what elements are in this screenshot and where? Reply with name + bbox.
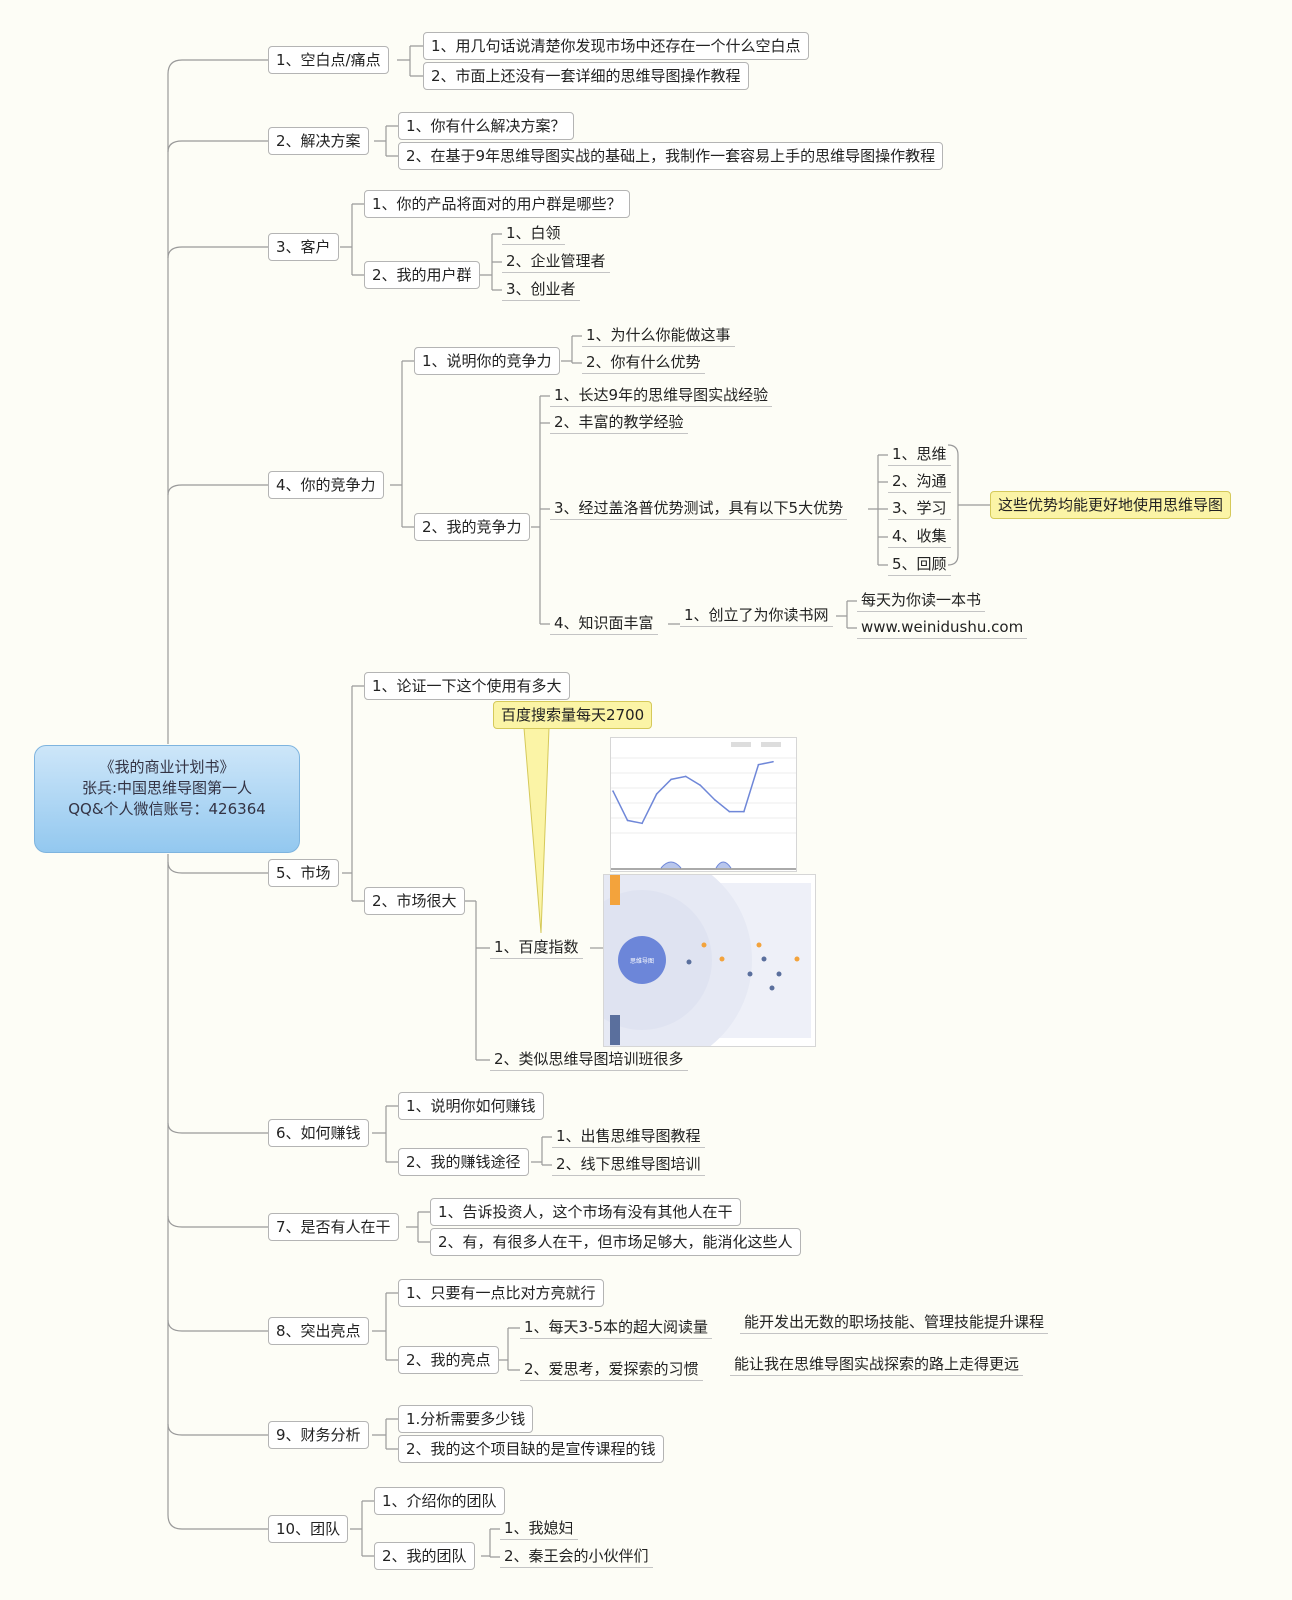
trend-point <box>641 822 643 825</box>
trend-point <box>728 810 731 813</box>
leaf-topic[interactable]: 2、沟通 <box>888 470 951 493</box>
leaf-topic[interactable]: 2、秦王会的小伙伴们 <box>500 1545 653 1568</box>
subtopic[interactable]: 1、用几句话说清楚你发现市场中还存在一个什么空白点 <box>423 32 809 60</box>
subtopic[interactable]: 2、我的亮点 <box>398 1346 499 1374</box>
topic-team[interactable]: 10、团队 <box>268 1515 349 1543</box>
subtopic[interactable]: 2、我的团队 <box>374 1542 475 1570</box>
summary-note[interactable]: 这些优势均能更好地使用思维导图 <box>990 491 1232 519</box>
demand-graph-svg: 思维导图 <box>532 850 811 1070</box>
leaf-topic[interactable]: 3、经过盖洛普优势测试，具有以下5大优势 <box>550 497 848 520</box>
leaf-topic[interactable]: 1、思维 <box>888 443 951 466</box>
website-link[interactable]: www.weinidushu.com <box>857 616 1028 639</box>
topic-solution[interactable]: 2、解决方案 <box>268 127 369 155</box>
topic-customers[interactable]: 3、客户 <box>268 233 339 261</box>
subtopic[interactable]: 1、你的产品将面对的用户群是哪些？ <box>364 190 630 218</box>
leaf-topic[interactable]: 1、创立了为你读书网 <box>680 604 833 627</box>
center-node-label: 思维导图 <box>630 957 654 965</box>
central-title: 《我的商业计划书》 <box>99 758 235 776</box>
trend-point <box>626 819 629 822</box>
subtopic[interactable]: 2、市面上还没有一套详细的思维导图操作教程 <box>423 62 749 90</box>
leaf-topic[interactable]: 每天为你读一本书 <box>857 589 986 612</box>
callout-note[interactable]: 百度搜索量每天2700 <box>493 701 653 729</box>
subtopic[interactable]: 1、你有什么解决方案？ <box>398 112 574 140</box>
subtopic[interactable]: 1、告诉投资人，这个市场有没有其他人在干 <box>430 1198 741 1226</box>
subtopic[interactable]: 1、介绍你的团队 <box>374 1487 505 1515</box>
leaf-topic[interactable]: 2、类似思维导图培训班很多 <box>490 1048 688 1071</box>
topic-competitors[interactable]: 7、是否有人在干 <box>268 1213 399 1241</box>
leaf-topic[interactable]: 3、创业者 <box>502 278 580 301</box>
leaf-topic[interactable]: 能开发出无数的职场技能、管理技能提升课程 <box>740 1311 1049 1334</box>
trend-point <box>714 799 716 801</box>
leaf-topic[interactable]: 2、爱思考，爱探索的习惯 <box>520 1358 703 1381</box>
baidu-demand-graph: 思维导图 <box>532 850 816 1070</box>
subtopic[interactable]: 1、论证一下这个使用有多大 <box>364 672 570 700</box>
leaf-topic[interactable]: 1、长达9年的思维导图实战经验 <box>550 384 773 407</box>
trend-point <box>670 778 672 781</box>
leaf-topic[interactable]: 1、我媳妇 <box>500 1517 578 1540</box>
subtopic[interactable]: 2、有，有很多人在干，但市场足够大，能消化这些人 <box>430 1228 801 1256</box>
leaf-topic[interactable]: 3、学习 <box>888 497 951 520</box>
subtopic[interactable]: 1.分析需要多少钱 <box>398 1405 534 1433</box>
trend-point <box>699 784 702 786</box>
trend-point <box>743 810 745 813</box>
leaf-topic[interactable]: 1、出售思维导图教程 <box>552 1125 705 1148</box>
leaf-topic[interactable]: 1、百度指数 <box>490 936 583 959</box>
subtopic[interactable]: 2、我的赚钱途径 <box>398 1148 529 1176</box>
central-topic[interactable]: 《我的商业计划书》 张兵:中国思维导图第一人 QQ&个人微信账号：426364 <box>34 745 300 853</box>
leaf-topic[interactable]: 能让我在思维导图实战探索的路上走得更远 <box>730 1353 1024 1376</box>
topic-blank-point[interactable]: 1、空白点/痛点 <box>268 46 389 74</box>
baidu-trend-chart <box>610 737 797 872</box>
topic-highlights[interactable]: 8、突出亮点 <box>268 1317 369 1345</box>
subtopic[interactable]: 2、在基于9年思维导图实战的基础上，我制作一套容易上手的思维导图操作教程 <box>398 142 944 170</box>
subtopic[interactable]: 2、市场很大 <box>364 887 465 915</box>
leaf-topic[interactable]: 4、知识面丰富 <box>550 612 658 635</box>
leaf-topic[interactable]: 4、收集 <box>888 525 951 548</box>
central-contact: QQ&个人微信账号：426364 <box>68 800 266 818</box>
subtopic[interactable]: 1、只要有一点比对方亮就行 <box>398 1279 604 1307</box>
leaf-topic[interactable]: 2、你有什么优势 <box>582 351 705 374</box>
trend-chart-svg <box>611 742 796 870</box>
leaf-topic[interactable]: 1、白领 <box>502 222 565 245</box>
leaf-topic[interactable]: 1、每天3-5本的超大阅读量 <box>520 1316 713 1339</box>
subtopic[interactable]: 2、我的竞争力 <box>414 513 530 541</box>
trend-series-line <box>612 760 774 825</box>
subtopic[interactable]: 2、我的用户群 <box>364 261 480 289</box>
trend-point <box>757 763 760 766</box>
leaf-topic[interactable]: 2、丰富的教学经验 <box>550 411 688 434</box>
leaf-topic[interactable]: 2、企业管理者 <box>502 250 610 273</box>
topic-competitiveness[interactable]: 4、你的竞争力 <box>268 471 384 499</box>
trend-point <box>772 760 774 763</box>
topic-make-money[interactable]: 6、如何赚钱 <box>268 1119 369 1147</box>
leaf-topic[interactable]: 5、回顾 <box>888 553 951 576</box>
callout-pointer <box>523 727 550 934</box>
subtopic[interactable]: 1、说明你的竞争力 <box>414 347 560 375</box>
subtopic[interactable]: 1、说明你如何赚钱 <box>398 1092 544 1120</box>
topic-market[interactable]: 5、市场 <box>268 859 339 887</box>
center-node <box>618 936 666 984</box>
trend-point <box>684 775 687 778</box>
subtopic[interactable]: 2、我的这个项目缺的是宣传课程的钱 <box>398 1435 664 1463</box>
leaf-topic[interactable]: 1、为什么你能做这事 <box>582 324 735 347</box>
leaf-topic[interactable]: 2、线下思维导图培训 <box>552 1153 705 1176</box>
topic-finance[interactable]: 9、财务分析 <box>268 1421 369 1449</box>
trend-point <box>655 793 658 795</box>
central-author: 张兵:中国思维导图第一人 <box>81 779 253 797</box>
trend-point <box>612 790 614 792</box>
